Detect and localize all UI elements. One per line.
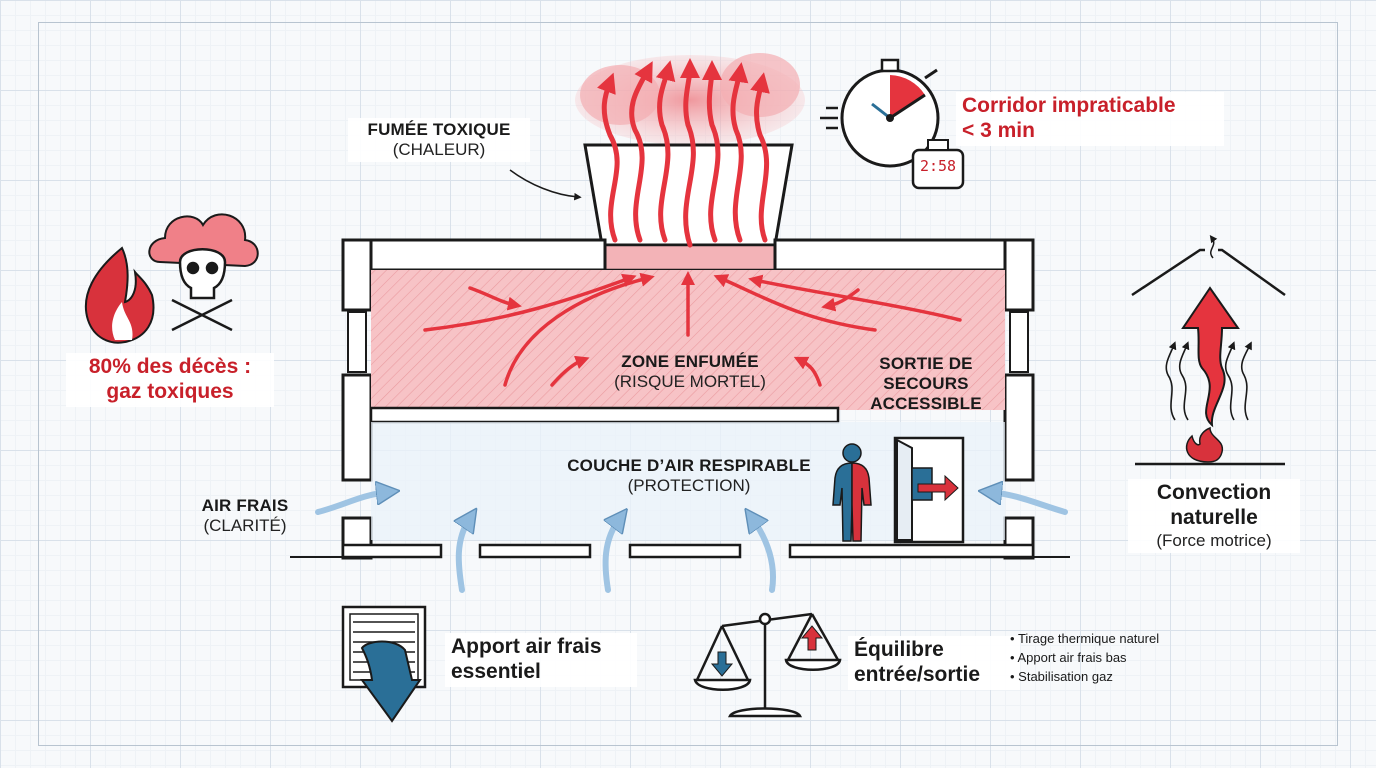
fresh-air-title: AIR FRAIS [201,496,289,515]
balance-scale-icon [693,612,842,718]
convection-roof-icon [1131,234,1286,466]
fresh-air-arrows [315,492,1068,593]
floor-with-vents [341,543,1035,559]
stopwatch-icon [820,58,965,190]
toxic-line2: gaz toxiques [106,379,234,403]
timer-line2: < 3 min [962,118,1035,142]
rising-smoke-arrows [597,58,770,248]
list-item: Stabilisation gaz [1010,668,1159,687]
smoke-title: FUMÉE TOXIQUE [367,120,511,139]
air-layer-title: COUCHE D’AIR RESPIRABLE [567,456,811,475]
intake-line2: essentiel [451,659,541,683]
exit-line3: ACCESSIBLE [870,394,982,414]
person-icon [832,443,872,542]
smoke-zone-title: ZONE ENFUMÉE [621,352,759,371]
convection-line2: naturelle [1170,505,1258,529]
exit-line2: SECOURS [883,374,969,394]
toxic-line1: 80% des décès : [88,355,252,378]
convection-line1: Convection [1156,481,1272,504]
toxic-gas-label: 80% des décès : gaz toxiques [66,353,274,407]
list-item: Apport air frais bas [1010,649,1159,668]
emergency-exit-door-icon [893,436,965,544]
balance-line1: Équilibre [854,638,944,661]
smoke-label: FUMÉE TOXIQUE (CHALEUR) [348,118,530,163]
smoke-sub: (CHALEUR) [392,140,486,160]
fresh-air-sub: (CLARITÉ) [203,516,287,536]
air-layer-label: COUCHE D’AIR RESPIRABLE (PROTECTION) [544,456,834,496]
flame-icon [84,246,155,344]
toxic-cloud-icon [148,213,259,268]
skull-crossbones-icon [171,248,233,332]
air-layer-sub: (PROTECTION) [627,476,751,496]
converging-smoke-arrows [423,271,962,387]
intake-label: Apport air frais essentiel [445,633,637,687]
smoke-zone-sub: (RISQUE MORTEL) [614,372,766,392]
timer-digital-readout: 2:58 [919,157,957,175]
timer-line1: Corridor impraticable [962,94,1176,117]
fresh-air-label: AIR FRAIS (CLARITÉ) [195,496,295,536]
smoke-zone-label: ZONE ENFUMÉE (RISQUE MORTEL) [585,352,795,392]
balance-line2: entrée/sortie [854,662,981,686]
list-item: Tirage thermique naturel [1010,630,1159,649]
balance-bullet-list: Tirage thermique naturel Apport air frai… [1010,630,1159,687]
exit-label: SORTIE DE SECOURS ACCESSIBLE [856,354,996,414]
louvre-vent-icon [341,605,427,723]
convection-sub: (Force motrice) [1156,530,1272,550]
exit-line1: SORTIE DE [879,354,973,373]
convection-label: Convection naturelle (Force motrice) [1128,479,1300,553]
timer-label: Corridor impraticable < 3 min [956,92,1224,146]
balance-label: Équilibre entrée/sortie [848,636,1020,690]
intake-line1: Apport air frais [451,635,602,658]
